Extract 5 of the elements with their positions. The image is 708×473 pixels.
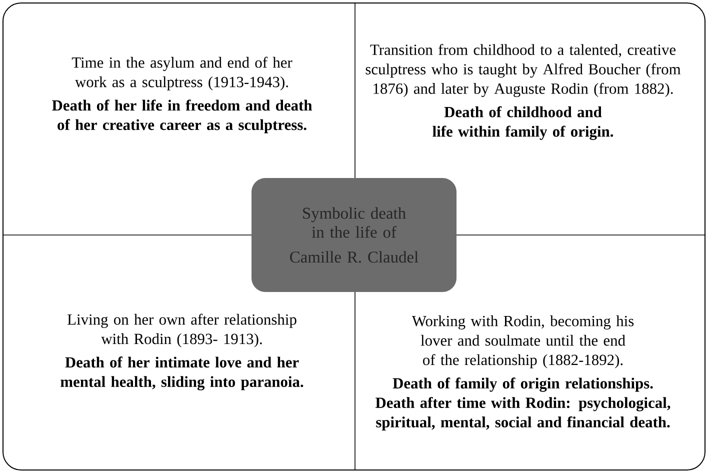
quadrant-text: Time in the asylum and end of her work as a sculptress (1913-1943). Death of her life in freedom and death of her creative career as a sculptress. [52, 56, 312, 134]
quadrant-text: Living on her own after relationship with Rodin (1893- 1913). Death of her intimate love and her mental health, sliding into paranoia. [60, 314, 304, 390]
quadrant-text: Working with Rodin, becoming his lover and soulmate until the end of the relationship (1882-1892). Death of family of origin relationships. Death after time with Rodin: psychological, spiritual, mental, social and financial death. [376, 315, 670, 431]
center-box: Symbolic death in the life of Camille R. Claudel [252, 178, 456, 292]
quadrant-text: Transition from childhood to a talented, creative sculptress who is taught by Alfred Boucher (from 1876) and later by Auguste Rodin (from 1882). Death of childhood and life within family of origin. [366, 44, 681, 140]
